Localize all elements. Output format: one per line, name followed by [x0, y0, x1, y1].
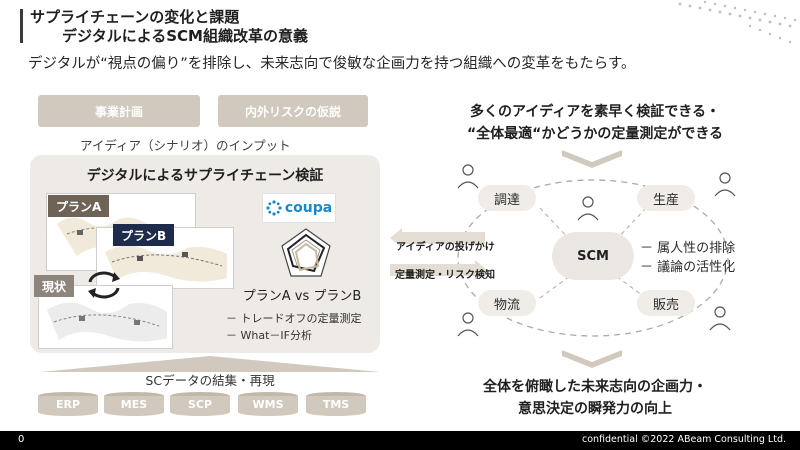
node-procurement: 調達 [478, 185, 536, 211]
down-chevron-top-icon [562, 150, 622, 168]
world-map-icon [105, 245, 227, 282]
coupa-logo: coupa [262, 193, 336, 223]
node-sales: 販売 [637, 290, 695, 316]
coupa-wordmark: coupa [284, 200, 333, 216]
plan-b-label: プランB [113, 224, 175, 246]
eliminate-personalization-bullet: － 属人性の排除 [640, 241, 736, 256]
current-state-label: 現状 [34, 275, 75, 297]
db-erp-label: ERP [55, 398, 81, 411]
db-tms: TMS [306, 392, 366, 416]
page-number: 0 [18, 434, 25, 445]
right-arrow-icon [390, 260, 487, 280]
world-map-icon [47, 302, 167, 342]
db-scp-label: SCP [187, 398, 213, 411]
sc-data-label: SCデータの結集・再現 [145, 373, 275, 388]
risk-detection-label: 定量測定・リスク検知 [395, 270, 495, 281]
db-wms-label: WMS [252, 398, 284, 411]
node-logistics: 物流 [478, 290, 536, 316]
up-arrow-icon [40, 356, 380, 372]
risk-hypothesis-tag: 内外リスクの仮説 [218, 95, 368, 127]
right-headline-line1: 多くのアイディアを素早く検証できる・ [469, 104, 721, 120]
scm-center-node: SCM [552, 232, 634, 280]
idea-proposal-label: アイディアの投げかけ [396, 242, 495, 253]
plan-comparison-label: プランA vs プランB [242, 289, 362, 304]
scm-diagram [390, 150, 736, 368]
right-conclusion-line1: 全体を俯瞰した未来志向の企画力・ [483, 379, 707, 395]
down-chevron-bottom-icon [562, 350, 622, 368]
tradeoff-bullet: － トレードオフの定量測定 [226, 312, 362, 325]
activate-discussion-bullet: － 議論の活性化 [640, 260, 736, 275]
scm-cycle-ring [457, 179, 729, 337]
person-icon [457, 164, 736, 337]
lead-message: デジタルが“視点の偏り”を排除し、未来志向で俊敏な企画力を持つ組織への変革をもた… [28, 56, 636, 72]
database-icon [170, 392, 230, 416]
scenario-input-label: アイディア（シナリオ）のインプット [80, 138, 291, 153]
node-production: 生産 [637, 185, 695, 211]
database-icon [306, 392, 366, 416]
panel-title: デジタルによるサプライチェーン検証 [86, 168, 324, 184]
db-erp: ERP [38, 392, 98, 416]
database-icon [104, 392, 164, 416]
copyright-notice: confidential ©2022 ABeam Consulting Ltd. [581, 434, 786, 445]
db-mes-label: MES [120, 398, 148, 411]
db-tms-label: TMS [322, 398, 350, 411]
page-title-line1: サプライチェーンの変化と課題 [30, 8, 240, 26]
radar-chart-icon [281, 228, 331, 277]
database-icon [38, 392, 98, 416]
db-mes: MES [104, 392, 164, 416]
database-icon [238, 392, 298, 416]
right-conclusion-line2: 意思決定の瞬発力の向上 [518, 401, 672, 417]
title-accent-bar [20, 9, 23, 43]
db-wms: WMS [238, 392, 298, 416]
page-title-line2: デジタルによるSCM組織改革の意義 [62, 27, 308, 45]
right-headline-line2: “全体最適“かどうかの定量測定ができる [466, 126, 724, 142]
business-plan-tag: 事業計画 [38, 95, 200, 127]
footer-bar [0, 431, 800, 450]
left-arrow-icon [390, 228, 485, 248]
what-if-bullet: － What－IF分析 [226, 329, 312, 342]
db-scp: SCP [170, 392, 230, 416]
plan-a-label: プランA [48, 195, 110, 217]
coupa-mark-icon [266, 200, 282, 216]
cycle-arrows-icon [88, 271, 120, 299]
decorative-dots [678, 0, 797, 44]
